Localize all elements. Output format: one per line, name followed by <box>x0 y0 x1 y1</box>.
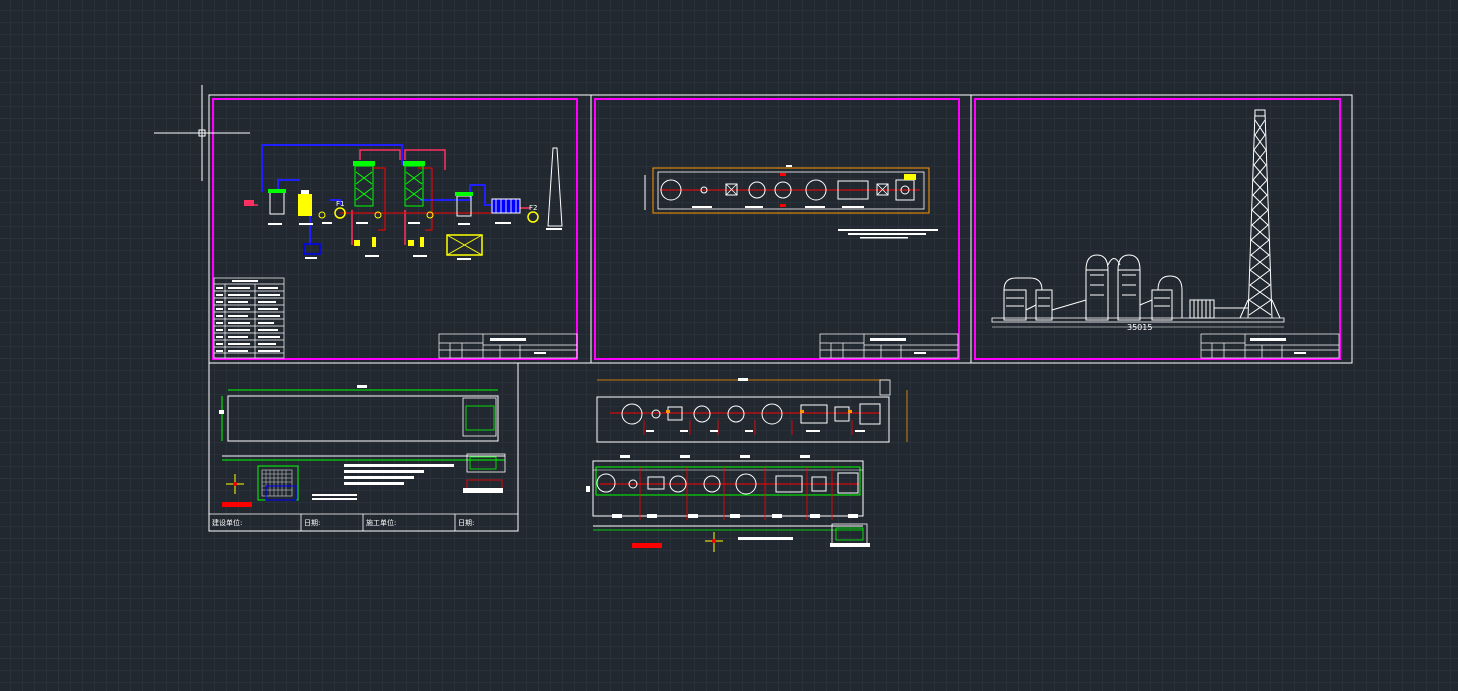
dosing-tank <box>446 234 483 256</box>
axis-marker-1 <box>226 474 244 494</box>
layout-plan-1[interactable] <box>596 378 908 443</box>
scrubber-tower-4 <box>455 192 473 217</box>
fan-label-f2: F2 <box>529 204 537 212</box>
inlet-valve <box>244 200 254 206</box>
sheet-1-process-flow[interactable]: F1 F2 <box>213 144 578 359</box>
overall-dimension: 35015 <box>1127 323 1152 332</box>
sheet-frames <box>208 94 1353 364</box>
fan-f2: F2 <box>527 204 539 223</box>
title-block-1 <box>438 333 578 359</box>
water-tank <box>303 243 321 255</box>
scrubber-tower-3 <box>403 161 425 207</box>
red-legend-1 <box>222 502 252 507</box>
sheet-3-elevation[interactable]: 35015 <box>991 109 1340 359</box>
sheet-borders <box>212 98 1341 360</box>
axis-marker-2 <box>705 532 723 552</box>
fan-f1: F1 <box>334 200 346 219</box>
crosshair-cursor <box>154 85 250 181</box>
yellow-filter <box>298 190 312 216</box>
title-block-2 <box>819 333 959 359</box>
heat-exchanger <box>491 198 521 214</box>
title-date-2: 日期: <box>458 519 474 527</box>
title-construction-unit: 施工单位: <box>366 518 396 527</box>
red-legend-2 <box>632 543 662 548</box>
sheet-4-foundation[interactable]: 建设单位: 日期: 施工单位: 日期: <box>208 362 519 532</box>
scrubber-tower-1 <box>268 189 286 215</box>
sheet-2-plan-view[interactable] <box>644 165 959 359</box>
rebar-detail <box>257 465 299 501</box>
fan-label-f1: F1 <box>336 200 344 208</box>
layout-plan-2[interactable] <box>586 455 870 552</box>
title-block-3 <box>1200 333 1340 359</box>
equipment-table-text <box>216 280 280 352</box>
chimney-sketch <box>547 147 563 227</box>
equipment-table <box>213 277 285 359</box>
scrubber-tower-2 <box>353 161 375 207</box>
title-date-1: 日期: <box>304 519 320 527</box>
title-build-unit: 建设单位: <box>212 518 242 527</box>
